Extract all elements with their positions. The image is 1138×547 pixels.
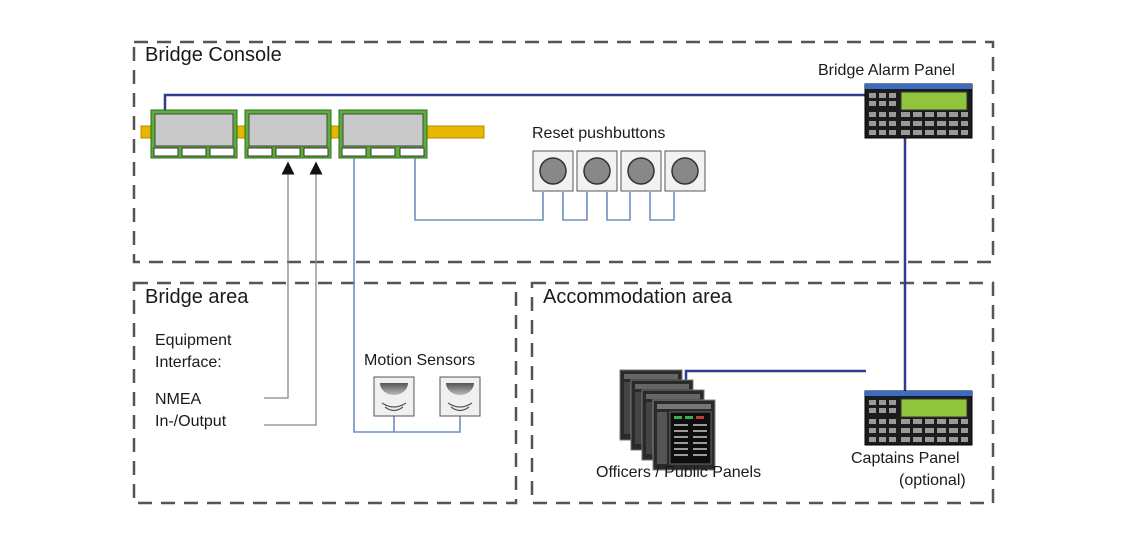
nmea-label-line2: In-/Output — [155, 413, 227, 430]
captains-panel-optional: (optional) — [899, 472, 966, 489]
controller-modules — [150, 109, 428, 159]
bridge-area-box — [132, 281, 518, 505]
motion-sensors — [373, 376, 481, 417]
bus-officers-to-captain — [684, 369, 866, 385]
signal-wires — [353, 158, 675, 433]
controller-module-3 — [338, 109, 428, 159]
motion-sensors-label: Motion Sensors — [364, 352, 476, 369]
wire-to-pushbuttons — [414, 158, 544, 221]
accommodation-area-title: Accommodation area — [543, 286, 732, 308]
reset-pushbuttons-label: Reset pushbuttons — [532, 125, 666, 142]
bridge-alarm-panel-device — [864, 83, 973, 139]
accommodation-area-box — [530, 281, 995, 505]
controller-module-2 — [244, 109, 332, 159]
captains-panel-label: Captains Panel — [851, 450, 960, 467]
motion-sensor-1 — [373, 376, 415, 417]
nmea-arrows — [264, 161, 323, 426]
officers-public-panels — [619, 369, 716, 471]
pushbutton-3 — [620, 150, 662, 192]
pushbutton-2 — [576, 150, 618, 192]
pushbutton-4 — [664, 150, 706, 192]
reset-pushbuttons — [532, 150, 706, 192]
area-boxes — [132, 40, 995, 505]
nmea-arrow-1 — [264, 161, 295, 399]
bridge-area-title: Bridge area — [145, 286, 249, 308]
equipment-interface-label-line2: Interface: — [155, 354, 222, 371]
officers-panel-front — [652, 399, 716, 471]
officers-panels-label: Officers / Public Panels — [596, 464, 762, 481]
nmea-arrow-2 — [264, 161, 323, 426]
equipment-interface-label-line1: Equipment — [155, 332, 232, 349]
bridge-console-box — [132, 40, 995, 264]
wire-to-motion-sensors — [353, 158, 395, 433]
bus-console-to-alarm — [163, 93, 866, 111]
motion-sensor-2 — [439, 376, 481, 417]
captains-panel-device — [864, 390, 973, 446]
nmea-label-line1: NMEA — [155, 391, 202, 408]
bridge-console-title: Bridge Console — [145, 44, 282, 66]
bridge-alarm-panel-label: Bridge Alarm Panel — [818, 62, 955, 79]
pushbutton-1 — [532, 150, 574, 192]
controller-module-1 — [150, 109, 238, 159]
